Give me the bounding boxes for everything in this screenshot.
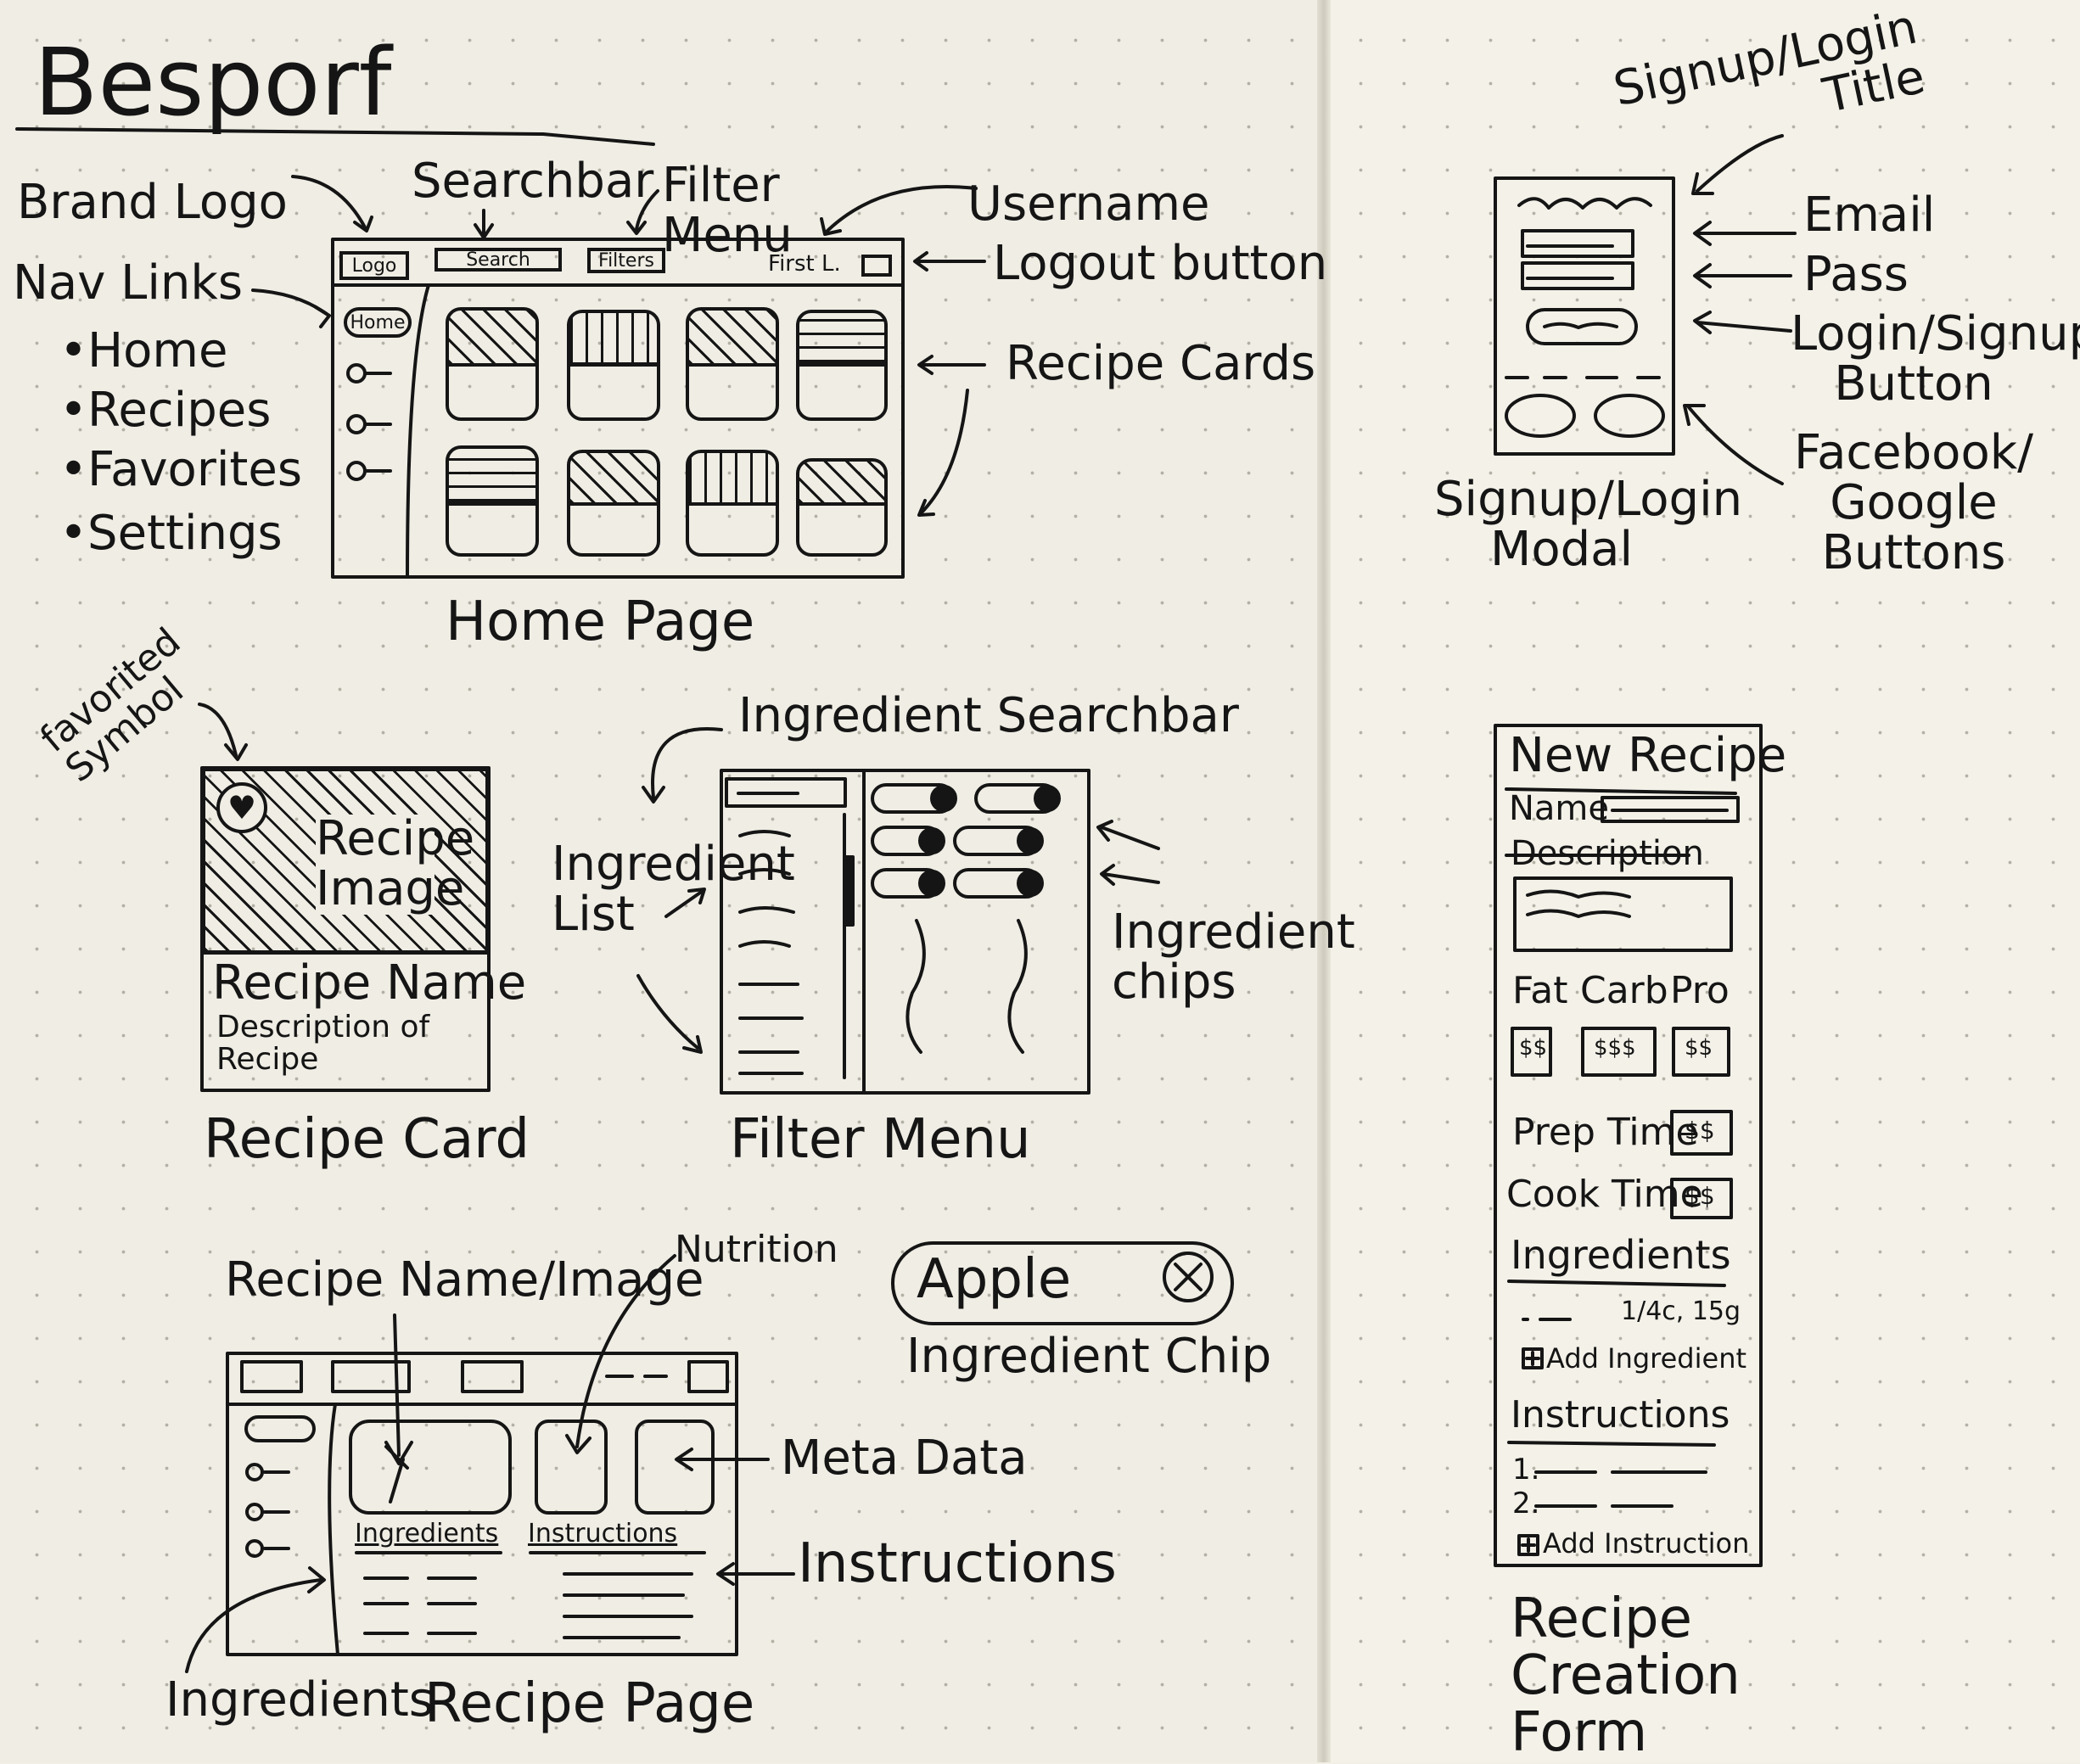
nav-list-settings: •Settings [59,506,283,561]
meta-data-note: Meta Data [781,1431,1028,1486]
wire-ingredients-tab: Ingredients [355,1519,499,1548]
wire-searchbar: Search [435,248,562,272]
ingredient-searchbar-note: Ingredient Searchbar [738,688,1239,743]
signup-modal-caption: Signup/Login Modal [1434,472,1743,577]
wire-logo: Logo [339,251,409,280]
filter-menu-caption: Filter Menu [730,1108,1031,1171]
ingredient-list-note: Ingredient List [552,837,795,942]
heart-icon: ♥ [216,782,267,833]
form-pro-label: Pro [1670,969,1730,1012]
filter-menu-note: Filter Menu [662,158,793,263]
form-carb-input[interactable]: $$$ [1594,1035,1636,1061]
right-notebook-page [1324,0,2080,1762]
nav-list-recipes: •Recipes [59,383,272,438]
form-description-label: Description [1511,834,1704,873]
wire-home-pill: Home [344,307,412,338]
form-ingredients-label: Ingredients [1511,1232,1731,1278]
left-notebook-page [0,0,1324,1762]
form-heading: New Recipe [1509,728,1787,783]
form-instructions-label: Instructions [1511,1393,1730,1436]
wire-username: First L. [768,251,841,277]
username-note: Username [967,176,1210,232]
ingredients-note: Ingredients [165,1672,434,1728]
form-carb-label: Carb [1580,969,1668,1012]
wire-filters: Filters [587,248,665,273]
wire-instructions-tab: Instructions [528,1519,678,1548]
form-prep-time-input[interactable]: $$ [1685,1117,1715,1145]
form-cook-time-input[interactable]: $$ [1685,1182,1715,1210]
brand-logo-note: Brand Logo [17,175,288,230]
form-step-2: 2. [1512,1487,1540,1520]
add-ingredient-button[interactable]: Add Ingredient [1546,1342,1747,1375]
recipe-cards-note: Recipe Cards [1006,336,1316,391]
form-pro-input[interactable]: $$ [1685,1035,1713,1061]
notebook-spine [1317,0,1331,1762]
recipe-image-label: Recipe Image [316,811,475,916]
form-cook-time-label: Cook Time [1506,1173,1703,1216]
form-fat-label: Fat [1512,969,1568,1012]
close-icon[interactable] [1164,1253,1212,1301]
login-signup-button-note: Login/Signup Button [1791,306,2080,412]
recipe-card-name: Recipe Name [212,955,527,1011]
ingredient-chip-caption: Ingredient Chip [906,1329,1272,1384]
recipe-page-caption: Recipe Page [424,1672,755,1735]
form-ingredient-line: 1/4c, 15g [1621,1296,1741,1326]
ingredient-chips-note: Ingredient chips [1112,904,1355,1010]
logout-button-note: Logout button [993,236,1328,291]
sketch-title: Besporf [34,28,392,137]
nav-list-favorites: •Favorites [59,442,302,497]
email-note: Email [1803,188,1936,243]
nutrition-note: Nutrition [675,1228,838,1271]
pass-note: Pass [1803,247,1909,302]
recipe-card-description: Description of Recipe [216,1010,430,1077]
ingredient-chip-label: Apple [917,1248,1072,1311]
form-prep-time-label: Prep Time [1512,1111,1699,1154]
social-buttons-note: Facebook/ Google Buttons [1794,425,2033,580]
nav-links-note: Nav Links [13,255,244,311]
searchbar-note: Searchbar [412,154,654,209]
wire-logout-button [861,255,892,277]
nav-list-home: •Home [59,323,228,378]
instructions-note: Instructions [798,1532,1117,1595]
form-step-1: 1. [1512,1453,1540,1487]
add-instruction-button[interactable]: Add Instruction [1543,1527,1750,1560]
recipe-card-caption: Recipe Card [204,1108,530,1171]
form-name-label: Name [1509,789,1610,828]
home-page-caption: Home Page [446,591,755,653]
recipe-name-image-note: Recipe Name/Image [225,1252,704,1308]
recipe-form-caption: Recipe Creation Form [1511,1588,1741,1764]
form-fat-input[interactable]: $$ [1519,1035,1548,1061]
